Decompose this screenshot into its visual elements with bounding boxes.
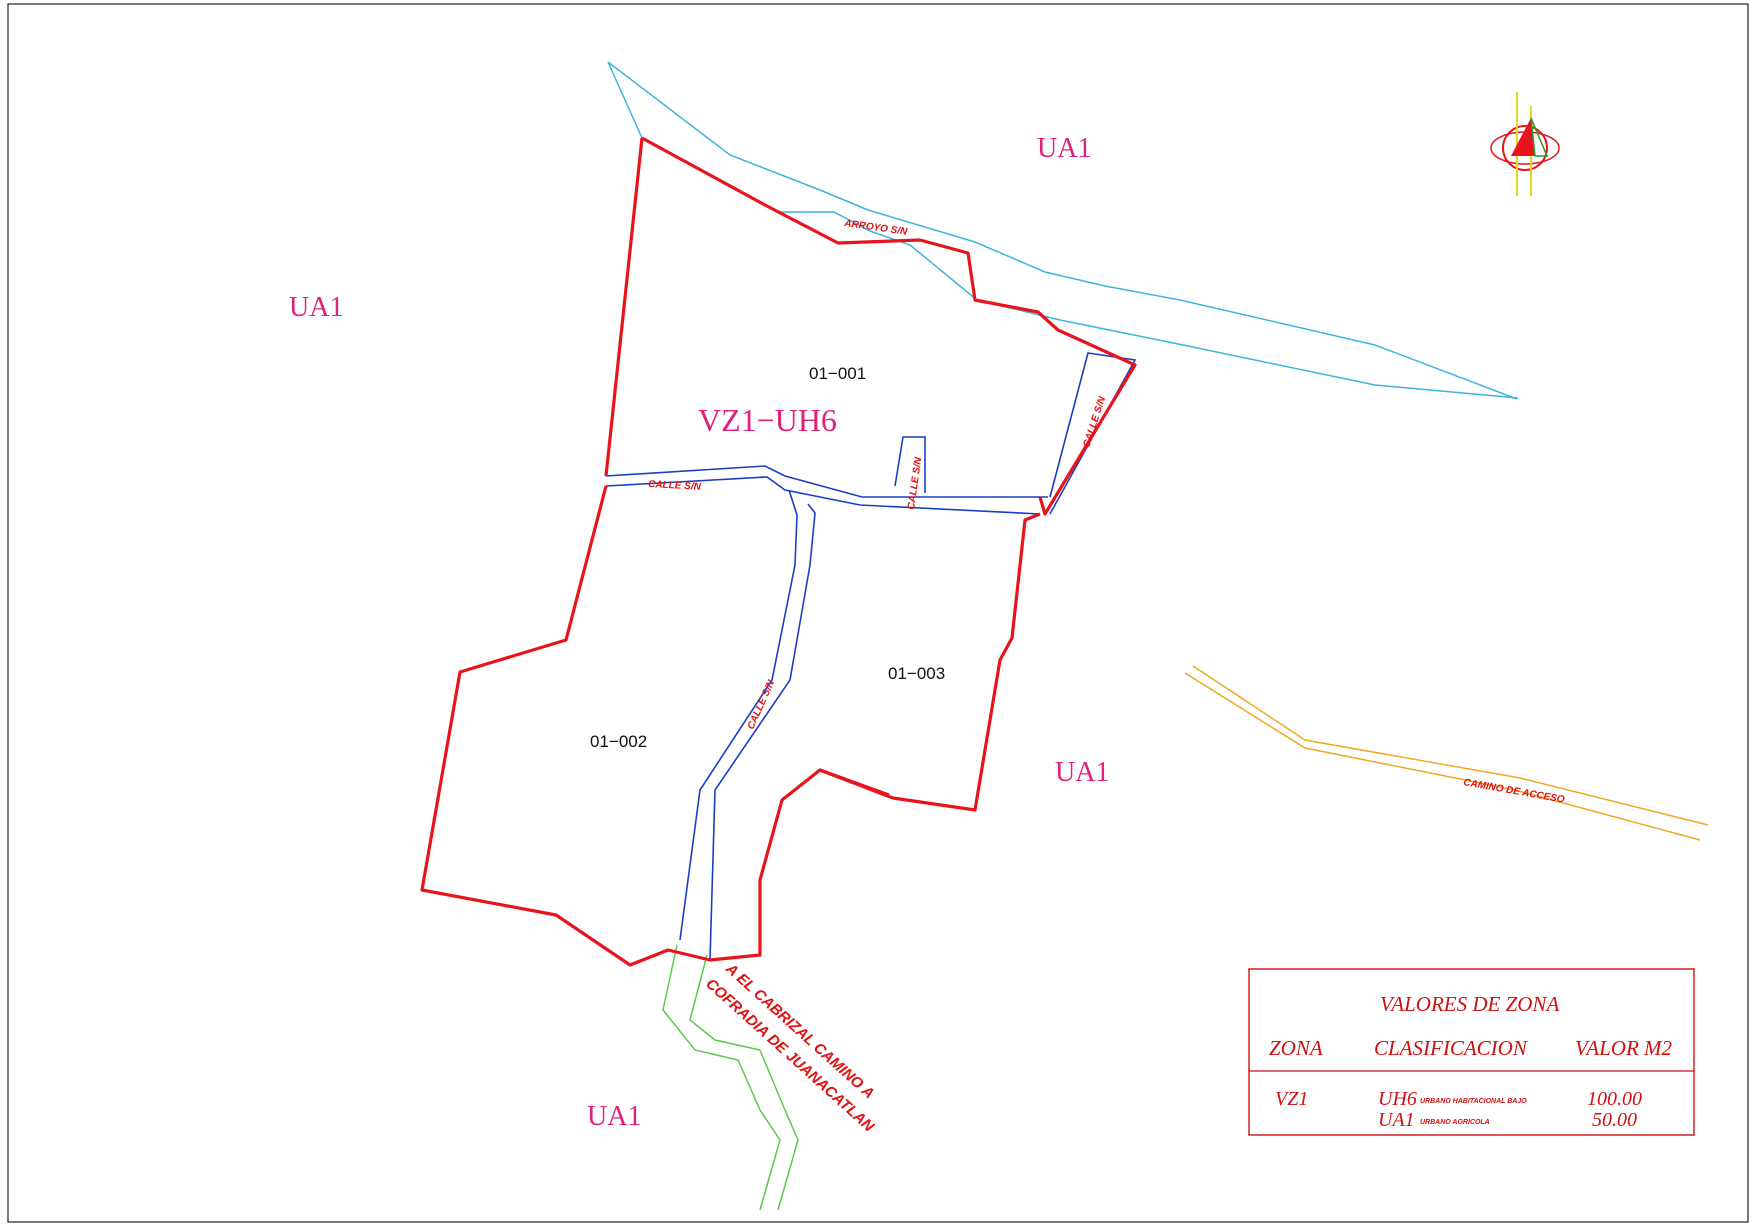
zone-vz1-uh6: VZ1−UH6 [698, 402, 837, 438]
zone-boundary [420, 136, 1137, 967]
camino-south [662, 944, 799, 1211]
legend-table: VALORES DE ZONA ZONA CLASIFICACION VALOR… [1248, 968, 1695, 1136]
street-network [605, 352, 1137, 961]
zone-ua1-south: UA1 [587, 1101, 641, 1132]
zone-ua1-north: UA1 [1037, 133, 1091, 164]
camino-cofradia-label-2: COFRADIA DE JUANACATLAN [702, 975, 878, 1136]
legend-row-1-zona: VZ1 [1275, 1088, 1308, 1110]
camino-de-acceso [1184, 665, 1709, 841]
legend-row-2-valor: 50.00 [1592, 1109, 1637, 1131]
street-calle-north-label: CALLE S/N [906, 456, 924, 511]
legend-header-clasificacion: CLASIFICACION [1374, 1036, 1528, 1060]
legend-row-1-desc: URBANO HABITACIONAL BAJO [1420, 1098, 1527, 1105]
arroyo-stream [607, 61, 1519, 400]
street-calle-west-label: CALLE S/N [648, 479, 702, 493]
camino-cofradia-label-1: A EL CABRIZAL CAMINO A [722, 960, 878, 1103]
legend-box [1248, 968, 1695, 1136]
camino-acceso-label: CAMINO DE ACCESO [1462, 777, 1565, 806]
map-frame [7, 3, 1749, 1223]
street-calle-east-label: CALLE S/N [1081, 395, 1108, 449]
north-arrow-icon [1490, 92, 1560, 196]
zone-ua1-west: UA1 [289, 292, 343, 323]
parcel-01-002: 01−002 [590, 732, 647, 751]
legend-title: VALORES DE ZONA [1380, 992, 1559, 1016]
legend-row-2-desc: URBANO AGRICOLA [1420, 1119, 1490, 1126]
zone-ua1-east: UA1 [1055, 757, 1109, 788]
street-arroyo-label: ARROYO S/N [843, 218, 909, 238]
legend-row-1-valor: 100.00 [1587, 1088, 1642, 1110]
parcel-01-001: 01−001 [809, 364, 866, 383]
legend-row-1-code: UH6 [1378, 1088, 1417, 1110]
legend-header-zona: ZONA [1269, 1036, 1323, 1060]
legend-row-2-code: UA1 [1378, 1109, 1415, 1131]
legend-header-valor: VALOR M2 [1575, 1036, 1673, 1060]
parcel-01-003: 01−003 [888, 664, 945, 683]
